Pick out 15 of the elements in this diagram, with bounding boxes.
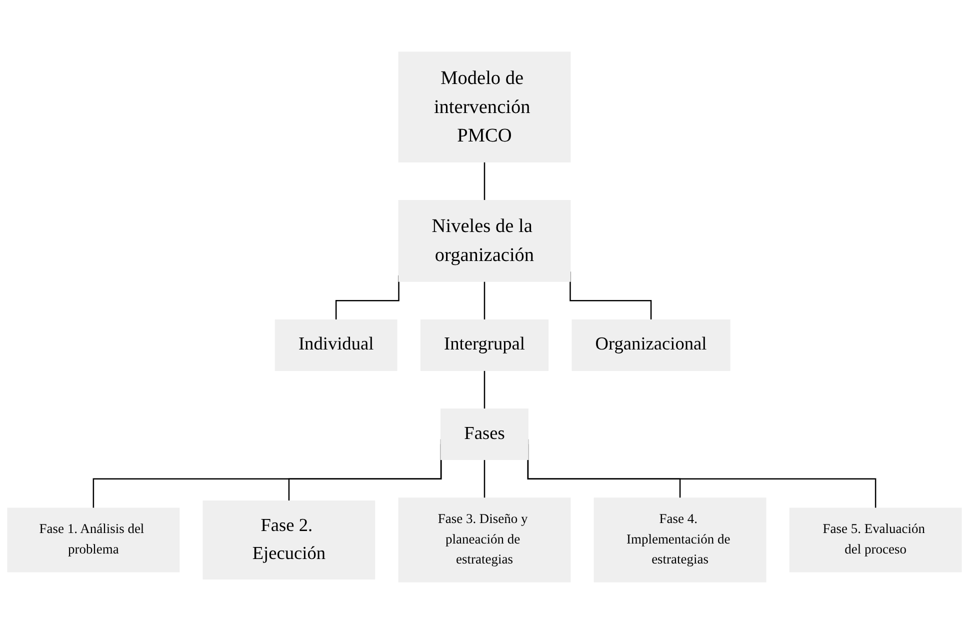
node-box: Individual [274,319,398,371]
connector [484,281,486,321]
node-box: Fases [440,408,528,460]
connector [484,460,486,499]
node-box: Fase 4. Implementación de estrategias [594,498,766,582]
node-box: Fase 3. Diseño y planeación de estrategias [398,498,571,582]
node-box: Niveles de la organización [398,200,571,282]
node-box: Intergrupal [420,319,549,371]
connector [484,162,486,202]
node-box: Fase 1. Análisis del problema [7,508,180,572]
connector [484,370,486,410]
node-box: Fase 5. Evaluación del proceso [789,508,962,572]
node-box: Organizacional [572,319,730,371]
node-box: Modelo de intervención PMCO [398,52,571,162]
node-box: Fase 2. Ejecución [202,500,376,580]
